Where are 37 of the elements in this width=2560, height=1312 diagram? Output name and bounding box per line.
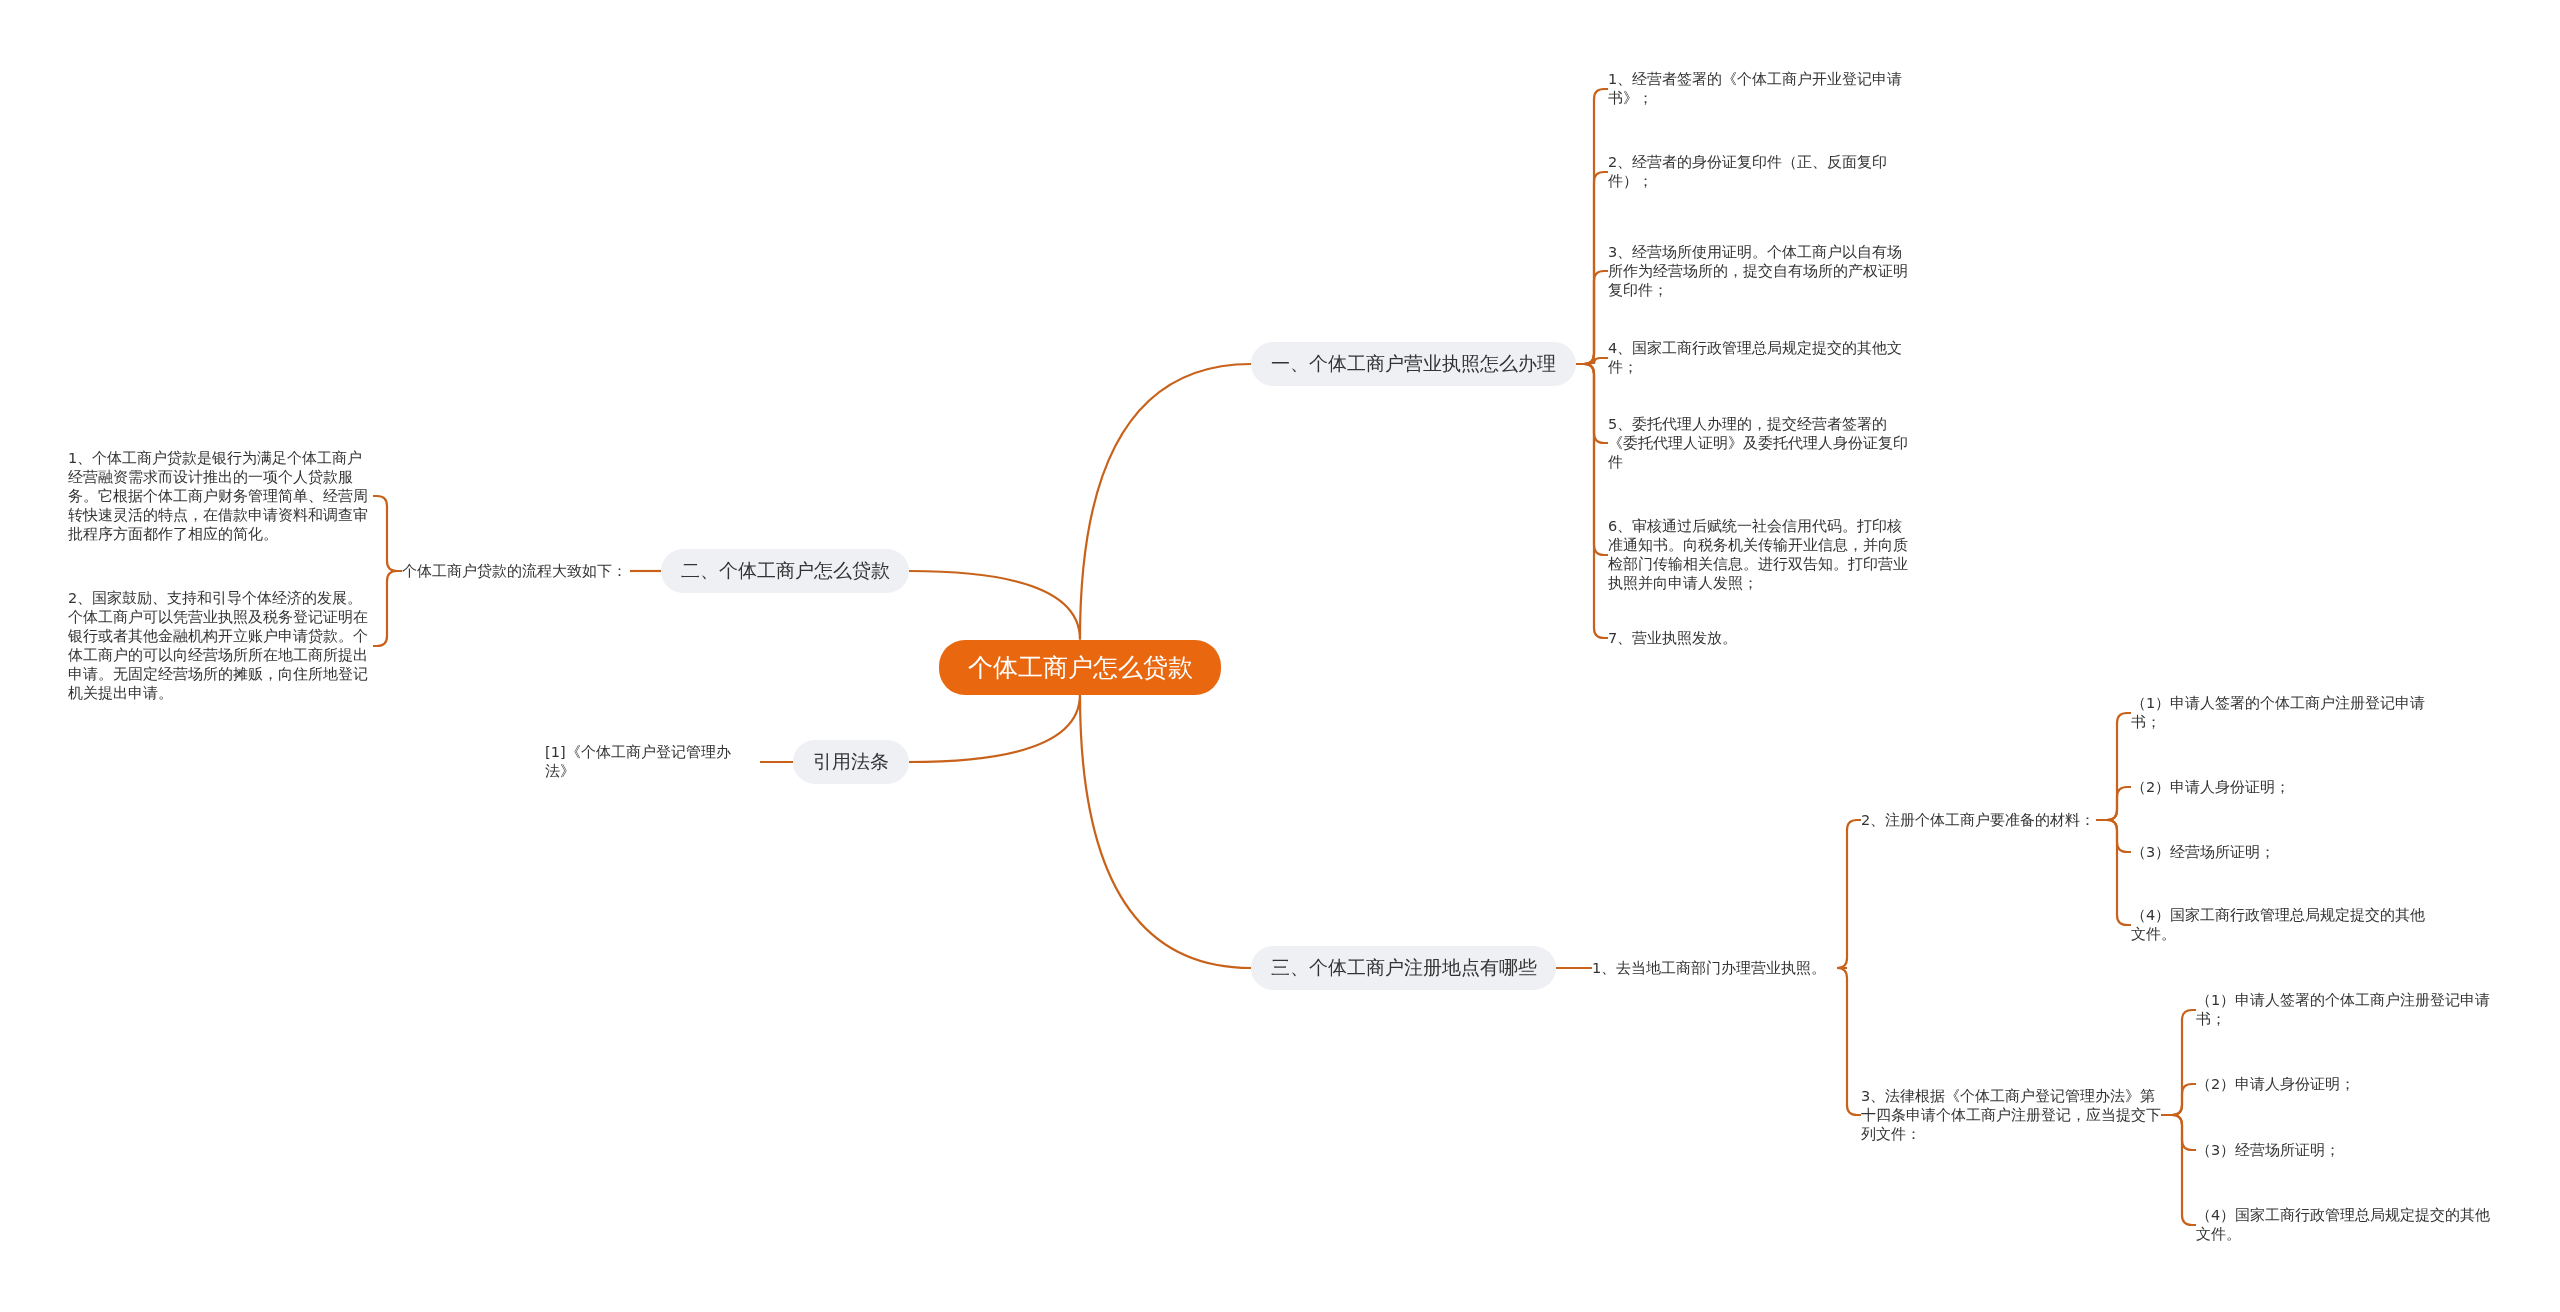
subtopic-text: 4、国家工商行政管理总局规定提交的其他文件； [1608, 339, 1913, 377]
subtopic-text: （4）国家工商行政管理总局规定提交的其他文件。 [2131, 906, 2431, 944]
topic-box: 三、个体工商户注册地点有哪些 [1251, 946, 1556, 990]
subtopic-text: 1、经营者签署的《个体工商户开业登记申请书》； [1608, 70, 1913, 108]
subtopic-text: 3、经营场所使用证明。个体工商户以自有场所作为经营场所的，提交自有场所的产权证明复印件； [1608, 242, 1913, 300]
topic-box: 引用法条 [793, 740, 909, 784]
subtopic-text: 2、注册个体工商户要准备的材料： [1861, 810, 2096, 830]
topic-box: 一、个体工商户营业执照怎么办理 [1251, 342, 1576, 386]
subtopic-text: （1）申请人签署的个体工商户注册登记申请书； [2131, 694, 2431, 732]
connector-line [2096, 818, 2131, 927]
connector-line [373, 569, 402, 648]
connector-line [1835, 966, 1861, 1117]
subtopic-text: [1]《个体工商户登记管理办法》 [545, 743, 760, 781]
subtopic-text: （2）申请人身份证明； [2131, 777, 2431, 797]
connector-line [1556, 966, 1592, 970]
subtopic-text: 2、国家鼓励、支持和引导个体经济的发展。个体工商户可以凭营业执照及税务登记证明在银行或者其他金融机构开立账户申请贷款。个体工商户的可以向经营场所所在地工商所提出申请。无固定经营场所的摊贩，向住所地登记机关提出申请。 [68, 589, 373, 703]
subtopic-text: 7、营业执照发放。 [1608, 628, 1913, 648]
subtopic-text: 个体工商户贷款的流程大致如下： [402, 561, 630, 581]
subtopic-text: （1）申请人签署的个体工商户注册登记申请书； [2196, 991, 2496, 1029]
subtopic-text: （3）经营场所证明； [2131, 842, 2431, 862]
subtopic-text: 1、去当地工商部门办理营业执照。 [1592, 958, 1847, 978]
subtopic-text: 3、法律根据《个体工商户登记管理办法》第十四条申请个体工商户注册登记，应当提交下列文件： [1861, 1086, 2161, 1144]
connector-line [2161, 1113, 2196, 1227]
central-topic-box: 个体工商户怎么贷款 [939, 639, 1221, 695]
subtopic-text: 1、个体工商户贷款是银行为满足个体工商户经营融资需求而设计推出的一项个人贷款服务。它根据个体工商户财务管理简单、经营周转快速灵活的特点，在借款申请资料和调查审批程序方面都作了相应的简化。 [68, 448, 373, 544]
subtopic-text: 2、经营者的身份证复印件（正、反面复印件）； [1608, 153, 1913, 191]
subtopic-text: （3）经营场所证明； [2196, 1140, 2496, 1160]
connector-line [1576, 362, 1608, 640]
topic-box: 二、个体工商户怎么贷款 [661, 549, 909, 593]
subtopic-text: 5、委托代理人办理的，提交经营者签署的《委托代理人证明》及委托代理人身份证复印件 [1608, 414, 1913, 472]
subtopic-text: （2）申请人身份证明； [2196, 1074, 2496, 1094]
connector-line [630, 569, 661, 573]
connector-line [760, 760, 793, 764]
subtopic-text: 6、审核通过后赋统一社会信用代码。打印核准通知书。向税务机关传输开业信息，并向质检部门传输相关信息。进行双告知。打印营业执照并向申请人发照； [1608, 517, 1913, 593]
subtopic-text: （4）国家工商行政管理总局规定提交的其他文件。 [2196, 1206, 2496, 1244]
connector-line [1078, 694, 1252, 970]
connector-line [909, 569, 1082, 640]
